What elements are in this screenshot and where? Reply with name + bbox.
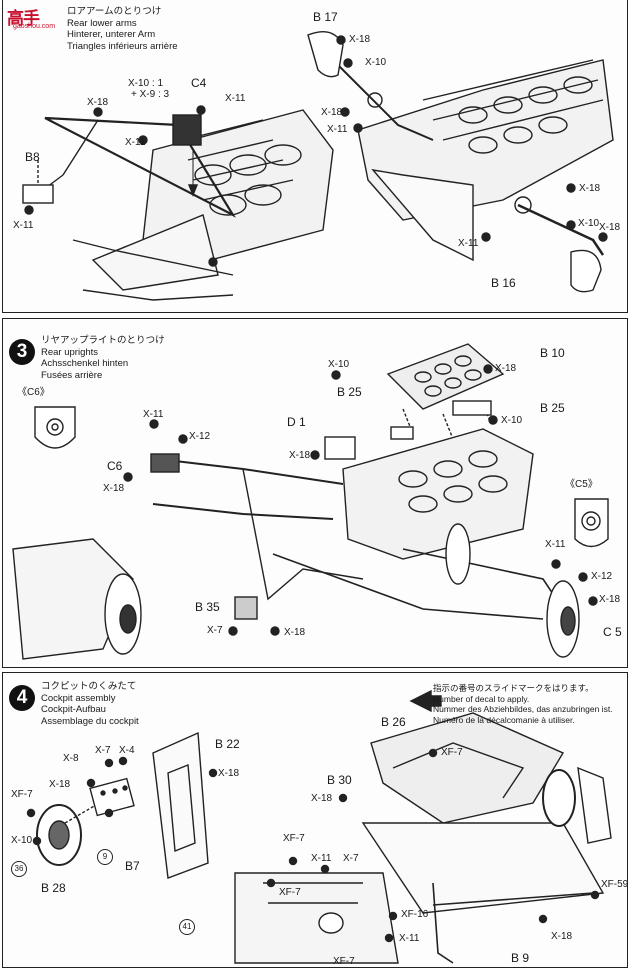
- title-en: Cockpit assembly: [41, 692, 116, 704]
- decal-note-fr: Numéro de la décalcomanie à utiliser.: [433, 714, 575, 725]
- label-x18: X-18: [289, 450, 311, 461]
- title-jp: リヤアップライトのとりつけ: [41, 335, 165, 346]
- label-x7: X-7: [207, 625, 223, 636]
- label-b28: B 28: [41, 881, 66, 895]
- label-xf16: XF-16: [401, 909, 429, 920]
- label-x18: X-18: [599, 222, 621, 233]
- decal-callout-9: 9: [97, 849, 113, 865]
- label-x18: X-18: [321, 107, 343, 118]
- label-x18: X-18: [284, 627, 306, 638]
- watermark-logo: 高手 gaoshou.com: [7, 4, 67, 34]
- label-x10: X-10: [365, 57, 387, 68]
- label-b16: B 16: [491, 276, 516, 290]
- title-jp: コクピットのくみたて: [41, 681, 137, 692]
- label-x10: X-10: [11, 835, 33, 846]
- label-x7: X-7: [343, 853, 359, 864]
- title-fr: Fusées arrière: [41, 369, 103, 381]
- label-c6: C6: [107, 459, 123, 473]
- label-b25: B 25: [540, 401, 565, 415]
- label-x18: X-18: [579, 183, 601, 194]
- title-en: Rear lower arms: [67, 17, 137, 29]
- step-2-panel: 高手 gaoshou.com ロアアームのとりつけ Rear lower arm…: [2, 0, 628, 313]
- decal-note-de: Nummer des Abziehbildes, das anzubringen…: [433, 704, 613, 714]
- label-b30: B 30: [327, 773, 352, 787]
- label-b22: B 22: [215, 737, 240, 751]
- label-x11: X-11: [327, 124, 348, 135]
- step-number-3: 3: [9, 339, 35, 365]
- step-4-title: コクピットのくみたて Cockpit assembly Cockpit-Aufb…: [41, 681, 139, 727]
- label-b26: B 26: [381, 715, 406, 729]
- label-x11: X-11: [545, 539, 566, 550]
- label-xf7: XF-7: [333, 956, 355, 967]
- label-x10-ratio: X-10 : 1: [128, 78, 164, 89]
- title-de: Achsschenkel hinten: [41, 358, 129, 369]
- title-en: Rear uprights: [41, 346, 99, 358]
- label-x8: X-8: [63, 753, 79, 764]
- title-de: Hinterer, unterer Arm: [67, 29, 156, 40]
- label-x18: X-18: [49, 779, 71, 790]
- label-b9: B 9: [511, 951, 530, 965]
- label-x18: X-18: [87, 97, 109, 108]
- label-c6-reference: 《C6》: [17, 387, 50, 398]
- label-b7: B7: [125, 859, 140, 873]
- decal-note: 指示の番号のスライドマークをはります。 Number of decal to a…: [433, 683, 613, 725]
- label-x11: X-11: [399, 933, 420, 944]
- label-x18: X-18: [103, 483, 125, 494]
- label-x18: X-18: [218, 768, 240, 779]
- label-x12: X-12: [591, 571, 613, 582]
- label-b35: B 35: [195, 600, 220, 614]
- step-3-title: リヤアップライトのとりつけ Rear uprights Achsschenkel…: [41, 335, 165, 381]
- label-b25: B 25: [337, 385, 362, 399]
- title-jp: ロアアームのとりつけ: [67, 6, 162, 17]
- label-xf7: XF-7: [279, 887, 301, 898]
- decal-callout-36: 36: [11, 861, 27, 877]
- label-x18: X-18: [311, 793, 333, 804]
- label-xf7: XF-7: [441, 747, 463, 758]
- label-xf7: XF-7: [283, 833, 305, 844]
- step-2-title: ロアアームのとりつけ Rear lower arms Hinterer, unt…: [67, 6, 178, 52]
- label-x11: X-11: [125, 137, 146, 148]
- watermark-text: 高手: [7, 9, 40, 29]
- step-number-4: 4: [9, 685, 35, 711]
- decal-note-jp: 指示の番号のスライドマークをはります。: [433, 683, 594, 693]
- label-xf59: XF-59: [601, 879, 628, 890]
- decal-note-en: Number of decal to apply.: [433, 693, 530, 704]
- label-x10: X-10: [328, 359, 350, 370]
- label-x7: X-7: [95, 745, 111, 756]
- label-x10: X-10: [501, 415, 523, 426]
- label-x11: X-11: [311, 853, 332, 864]
- label-x10: X-10: [578, 218, 600, 229]
- title-de: Cockpit-Aufbau: [41, 704, 106, 715]
- title-fr: Triangles inférieurs arrière: [67, 40, 178, 52]
- label-x4: X-4: [119, 745, 135, 756]
- step-4-panel: 4 コクピットのくみたて Cockpit assembly Cockpit-Au…: [2, 672, 628, 968]
- step-3-panel: 3 リヤアップライトのとりつけ Rear uprights Achsschenk…: [2, 318, 628, 668]
- label-c5-reference: 《C5》: [565, 479, 598, 490]
- label-x11: X-11: [225, 93, 246, 104]
- label-x11: X-11: [458, 238, 479, 249]
- title-fr: Assemblage du cockpit: [41, 715, 139, 727]
- label-x18: X-18: [495, 363, 517, 374]
- label-c5: C 5: [603, 625, 622, 639]
- decal-callout-41: 41: [179, 919, 195, 935]
- rear-upright-diagram: [12, 343, 609, 660]
- label-x18: X-18: [349, 34, 371, 45]
- watermark-url: gaoshou.com: [13, 23, 56, 30]
- label-x18: X-18: [599, 594, 621, 605]
- cockpit-assembly-diagram: [26, 689, 612, 964]
- label-b8: B8: [25, 150, 40, 164]
- label-x9-ratio: + X-9 : 3: [131, 89, 170, 100]
- label-c4: C4: [191, 76, 207, 90]
- label-xf7: XF-7: [11, 789, 33, 800]
- label-d1: D 1: [287, 415, 306, 429]
- label-b17: B 17: [313, 10, 338, 24]
- label-x18: X-18: [551, 931, 573, 942]
- label-x11: X-11: [143, 409, 164, 420]
- label-x12: X-12: [189, 431, 211, 442]
- label-b10: B 10: [540, 346, 565, 360]
- label-x11: X-11: [13, 220, 34, 231]
- decal-arrow-icon: [409, 689, 442, 713]
- rear-lower-arm-diagram: [22, 31, 614, 301]
